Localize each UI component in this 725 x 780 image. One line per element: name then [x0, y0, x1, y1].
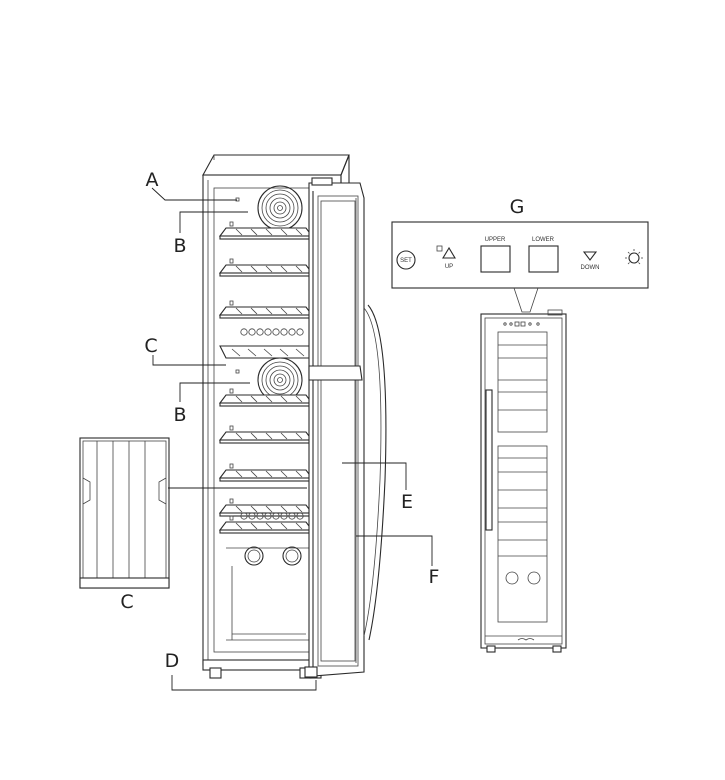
callout-c-middle: C [144, 335, 157, 357]
callout-d: D [165, 650, 180, 672]
wine-shelf [218, 463, 314, 482]
callout-b-bottom: B [173, 404, 186, 426]
wine-shelf [218, 515, 314, 534]
callout-g: G [510, 196, 525, 218]
callout-c-shelf: C [120, 591, 133, 613]
wine-shelf [218, 221, 314, 240]
callout-e: E [401, 491, 413, 513]
removable-wooden-shelf [79, 437, 170, 589]
front-view-shelves [498, 344, 547, 557]
down-arrow-icon [582, 251, 598, 261]
set-label: SET [400, 258, 412, 264]
bottom-bottle-rack [226, 546, 312, 641]
set-button-icon: SET [396, 250, 416, 270]
bottle-row [240, 328, 304, 520]
zone-divider [219, 345, 319, 359]
light-icon [625, 249, 643, 265]
wine-shelves [218, 221, 314, 534]
up-arrow-icon [436, 245, 456, 259]
wine-shelf [218, 300, 314, 319]
front-view-wine-cooler [480, 309, 567, 653]
glass-door [304, 177, 387, 678]
upper-label: UPPER [485, 237, 506, 243]
fan-icon [257, 185, 303, 231]
front-control-strip [503, 321, 540, 327]
wine-shelf [218, 498, 314, 517]
lower-zone-display [528, 245, 559, 273]
callout-a: A [146, 169, 159, 191]
upper-zone-display [480, 245, 511, 273]
lower-label: LOWER [532, 237, 555, 243]
callout-b-top: B [173, 235, 186, 257]
up-label: UP [445, 264, 453, 270]
callout-f: F [429, 566, 440, 588]
wine-shelf [218, 388, 314, 407]
leader-lines [151, 187, 433, 691]
down-label: DOWN [581, 265, 600, 271]
control-panel-detail: SET UP UPPER LOWER DOWN [391, 221, 649, 313]
